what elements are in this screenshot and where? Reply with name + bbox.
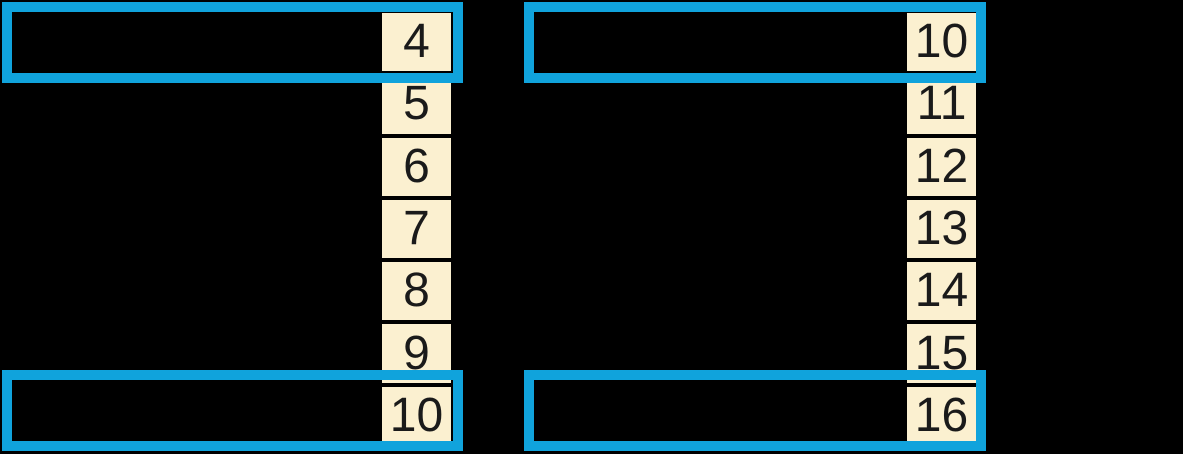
number-cell: 6 [378,133,455,200]
highlight-frame-left-last [2,370,463,451]
number-cell: 13 [903,195,980,263]
number-cell: 12 [903,133,980,200]
highlight-frame-left-first [2,2,463,83]
number-cell: 10 [903,9,980,76]
highlight-frame-right-last [524,370,986,451]
number-cell: 8 [378,258,455,325]
number-cell: 7 [378,195,455,263]
number-cell: 14 [903,258,980,325]
number-column-right: 10 11 12 13 14 15 16 [903,9,980,449]
number-column-left: 4 5 6 7 8 9 10 [378,9,455,449]
highlight-frame-right-first [524,2,986,83]
